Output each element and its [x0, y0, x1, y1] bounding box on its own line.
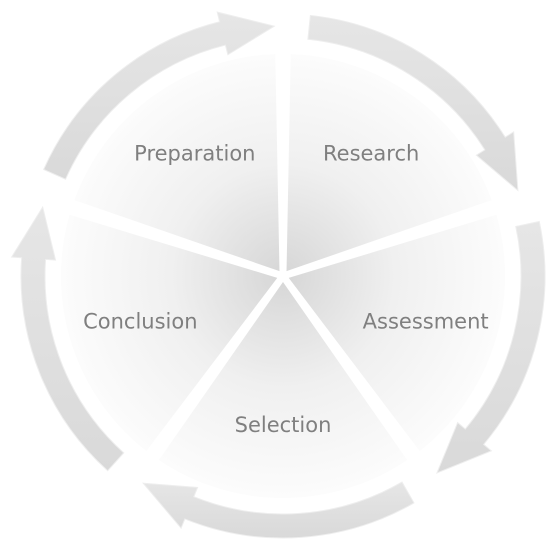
- segment-conclusion: [61, 214, 278, 451]
- segment-selection: [158, 282, 408, 498]
- segments-layer: [61, 54, 505, 498]
- cycle-arrow-5: [10, 205, 125, 472]
- segment-preparation: [74, 54, 280, 272]
- segment-label-research: Research: [323, 142, 419, 166]
- segment-label-preparation: Preparation: [134, 142, 255, 166]
- segment-assessment: [288, 214, 505, 451]
- cycle-arrow-2: [307, 14, 519, 192]
- cycle-arrow-3: [435, 220, 546, 474]
- arrows-layer: [10, 11, 546, 539]
- cycle-arrow-1: [42, 11, 276, 180]
- cycle-arrow-4: [142, 481, 415, 539]
- segment-label-selection: Selection: [235, 413, 332, 437]
- segment-label-conclusion: Conclusion: [83, 309, 197, 333]
- segment-label-assessment: Assessment: [363, 309, 489, 333]
- segment-research: [286, 54, 492, 272]
